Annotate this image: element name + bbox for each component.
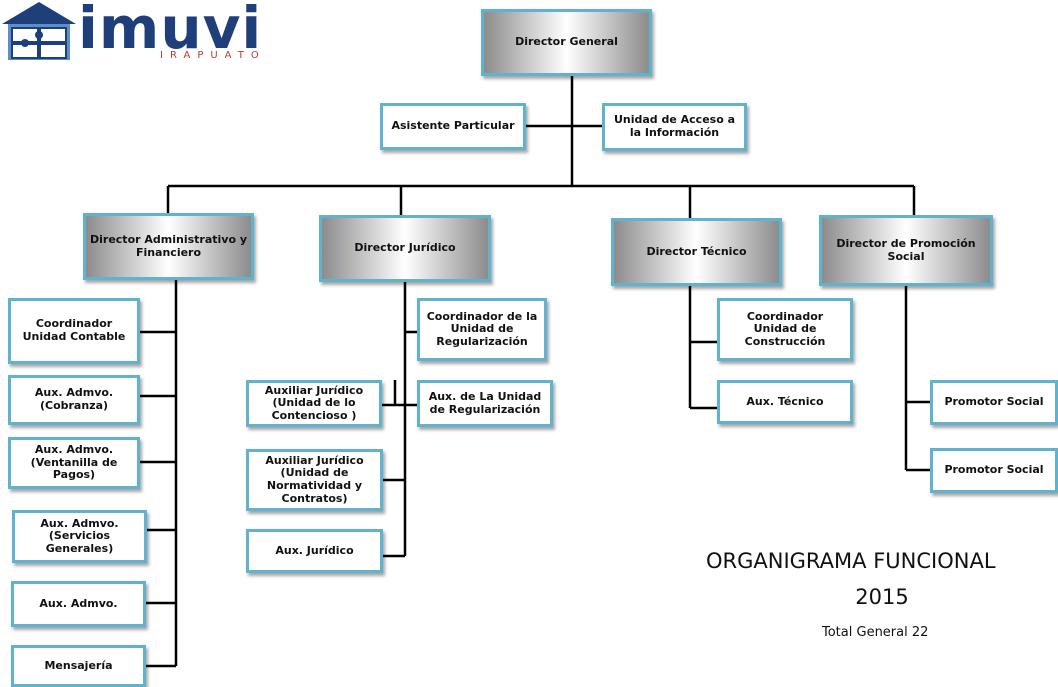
node-auxiliar-normatividad: Auxiliar Jurídico (Unidad de Normativida… xyxy=(246,449,383,511)
node-coordinador-regularizacion: Coordinador de la Unidad de Regularizaci… xyxy=(417,298,547,361)
node-aux-admvo: Aux. Admvo. xyxy=(11,581,146,627)
node-unidad-acceso: Unidad de Acceso a la Información xyxy=(602,103,747,151)
node-aux-juridico: Aux. Jurídico xyxy=(246,529,383,573)
node-aux-ventanilla-pagos: Aux. Admvo. (Ventanilla de Pagos) xyxy=(8,437,140,489)
node-aux-tecnico: Aux. Técnico xyxy=(717,380,853,424)
chart-title: ORGANIGRAMA FUNCIONAL xyxy=(706,549,996,573)
logo-name: imuvi xyxy=(78,0,263,62)
node-aux-cobranza: Aux. Admvo. (Cobranza) xyxy=(8,375,140,425)
node-aux-regularizacion: Aux. de La Unidad de Regularización xyxy=(417,380,553,427)
chart-total: Total General 22 xyxy=(822,625,929,640)
node-director-tecnico: Director Técnico xyxy=(611,218,782,286)
node-promotor-social-1: Promotor Social xyxy=(930,380,1058,425)
node-mensajeria: Mensajería xyxy=(11,645,146,687)
node-asistente-particular: Asistente Particular xyxy=(380,103,526,150)
node-coordinador-construccion: Coordinador Unidad de Construcción xyxy=(717,298,853,361)
node-promotor-social-2: Promotor Social xyxy=(930,448,1058,493)
node-director-administrativo: Director Administrativo y Financiero xyxy=(83,213,254,280)
house-puzzle-icon xyxy=(2,2,76,60)
chart-year: 2015 xyxy=(855,585,909,609)
imuvi-logo: imuvi IRAPUATO xyxy=(0,0,266,64)
node-director-promocion: Director de Promoción Social xyxy=(819,215,993,286)
node-auxiliar-contencioso: Auxiliar Jurídico (Unidad de lo Contenci… xyxy=(246,380,382,427)
node-director-juridico: Director Jurídico xyxy=(319,215,491,282)
node-aux-servicios-generales: Aux. Admvo. (Servicios Generales) xyxy=(12,510,147,563)
node-director-general: Director General xyxy=(481,9,652,76)
logo-subtitle: IRAPUATO xyxy=(160,50,266,61)
node-coordinador-contable: Coordinador Unidad Contable xyxy=(8,298,140,364)
